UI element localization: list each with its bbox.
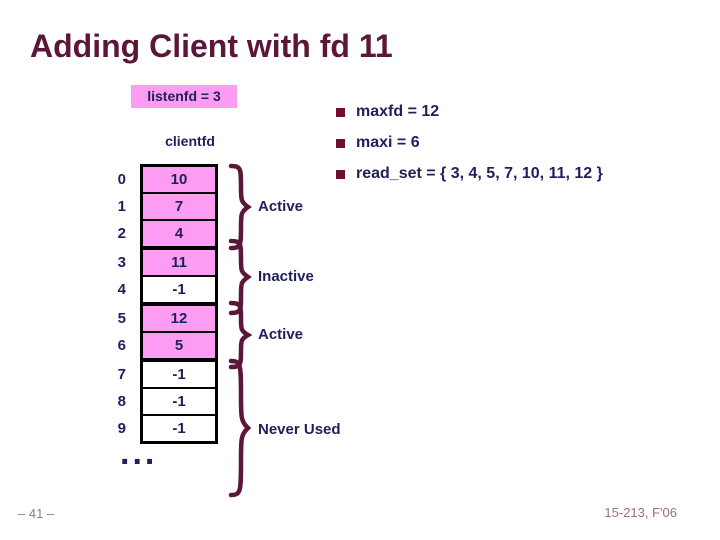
array-cell: -1 (143, 277, 215, 306)
array-index: 0 (117, 171, 126, 188)
clientfd-column-label: clientfd (165, 133, 215, 149)
maxfd-value: maxfd = 12 (356, 103, 440, 120)
list-item: maxi = 6 (336, 131, 603, 155)
array-continues-ellipsis: ... (120, 434, 158, 472)
group-label-inactive: Inactive (258, 268, 314, 285)
square-bullet-icon (336, 107, 345, 117)
read-set-value: read_set = { 3, 4, 5, 7, 10, 11, 12 } (356, 165, 603, 182)
brace-active-2-icon (228, 300, 252, 370)
group-label-active-2: Active (258, 326, 304, 343)
array-index: 3 (117, 254, 126, 271)
group-label-active-1: Active (258, 198, 304, 215)
array-index: 7 (117, 366, 126, 383)
array-cell: 11 (143, 250, 215, 277)
array-cell: 4 (143, 221, 215, 250)
array-cell: -1 (143, 362, 215, 389)
fd-array-cells: 10 7 4 11 -1 12 5 -1 -1 -1 (140, 164, 218, 444)
square-bullet-icon (336, 138, 345, 148)
array-index: 8 (117, 393, 126, 410)
brace-never-used-icon (228, 358, 252, 498)
fd-array: 0 1 2 3 4 5 6 7 8 9 10 7 4 11 -1 12 5 -1… (108, 164, 218, 444)
brace-active-1-icon (228, 163, 252, 251)
array-cell: -1 (143, 416, 215, 441)
array-index: 9 (117, 420, 126, 437)
list-item: maxfd = 12 (336, 100, 603, 124)
array-cell: -1 (143, 389, 215, 416)
listenfd-label-text: listenfd = 3 (147, 88, 221, 104)
array-index: 2 (117, 225, 126, 242)
course-footer: 15-213, F'06 (604, 505, 677, 520)
array-cell: 5 (143, 333, 215, 362)
array-cell: 12 (143, 306, 215, 333)
square-bullet-icon (336, 169, 345, 179)
array-index: 6 (117, 337, 126, 354)
maxi-value: maxi = 6 (356, 134, 420, 151)
fd-array-index-column: 0 1 2 3 4 5 6 7 8 9 (108, 167, 140, 444)
array-index: 1 (117, 198, 126, 215)
array-index: 4 (117, 281, 126, 298)
array-index: 5 (117, 310, 126, 327)
list-item: read_set = { 3, 4, 5, 7, 10, 11, 12 } (336, 162, 603, 186)
array-cell: 10 (143, 167, 215, 194)
array-cell: 7 (143, 194, 215, 221)
page-title: Adding Client with fd 11 (30, 28, 393, 64)
slide-page-number: – 41 – (18, 506, 55, 521)
facts-list: maxfd = 12 maxi = 6 read_set = { 3, 4, 5… (336, 100, 603, 193)
listenfd-label: listenfd = 3 (131, 85, 237, 108)
group-label-never-used: Never Used (258, 421, 341, 438)
